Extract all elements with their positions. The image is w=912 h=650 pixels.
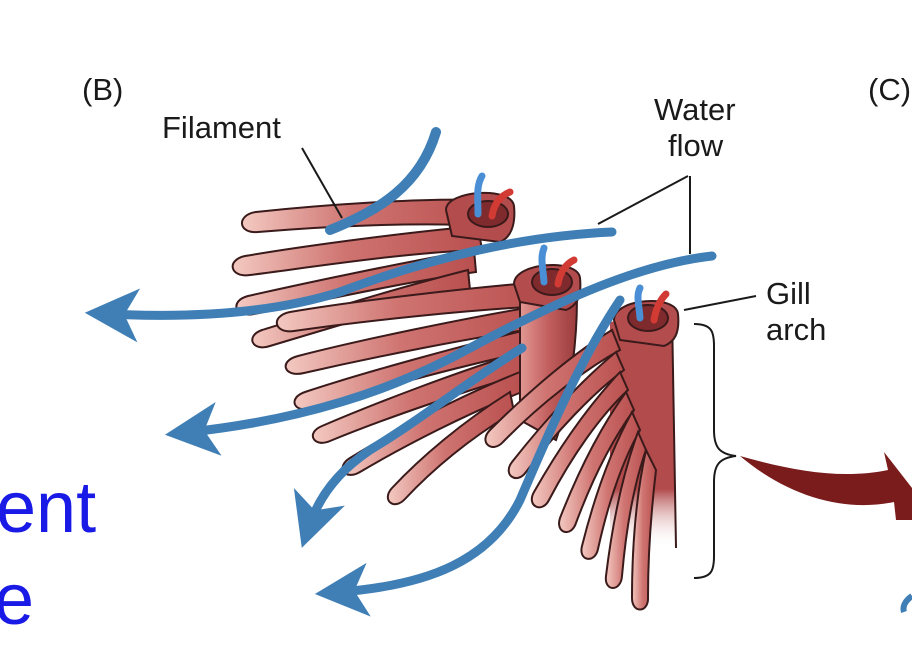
slide-text-line1: ent [0, 468, 97, 548]
water-arrow-3 [164, 251, 717, 456]
arch-3-edge [671, 311, 677, 549]
gill-arch-label-line2: arch [766, 312, 827, 347]
leader-lines [301, 147, 757, 311]
slide-text-line2: e [0, 560, 35, 640]
vein-vessel-2 [538, 244, 548, 286]
gill-arch-label-line1: Gill [766, 276, 811, 311]
vein-vessel-1 [474, 172, 486, 218]
water-flow-label: Water flow [654, 92, 736, 164]
gill-arch-3 [484, 284, 680, 611]
filaments-arch-3 [484, 328, 658, 611]
water-arrow-1 [325, 127, 441, 235]
artery-vessel-2 [554, 256, 578, 288]
panel-c-arrow [740, 452, 912, 520]
filaments-arch-2 [276, 280, 546, 506]
panel-c-label: (C) [868, 72, 912, 107]
water-arrow-5 [314, 295, 625, 617]
artery-vessel-3 [650, 290, 670, 324]
water-arrow-4 [293, 343, 527, 548]
water-arrow-edge-c [900, 593, 912, 613]
gill-arch-leader [683, 295, 757, 311]
vein-vessel-3 [634, 284, 644, 322]
arch-3-opening [627, 304, 669, 332]
water-flow-arrows [84, 127, 717, 617]
filament-label: Filament [162, 110, 281, 145]
water-arrow-2 [84, 227, 617, 343]
water-flow-label-line2: flow [668, 128, 724, 163]
water-flow-leader-1 [597, 175, 689, 225]
water-flow-label-line1: Water [654, 92, 736, 127]
gill-arch-label: Gill arch [766, 276, 826, 348]
arch-2-opening [531, 268, 573, 296]
artery-vessel-1 [488, 188, 514, 220]
filament-leader [301, 147, 343, 219]
arch-1-opening [467, 200, 509, 228]
gill-arch-bracket [693, 323, 737, 579]
panel-b-label: (B) [82, 72, 124, 107]
